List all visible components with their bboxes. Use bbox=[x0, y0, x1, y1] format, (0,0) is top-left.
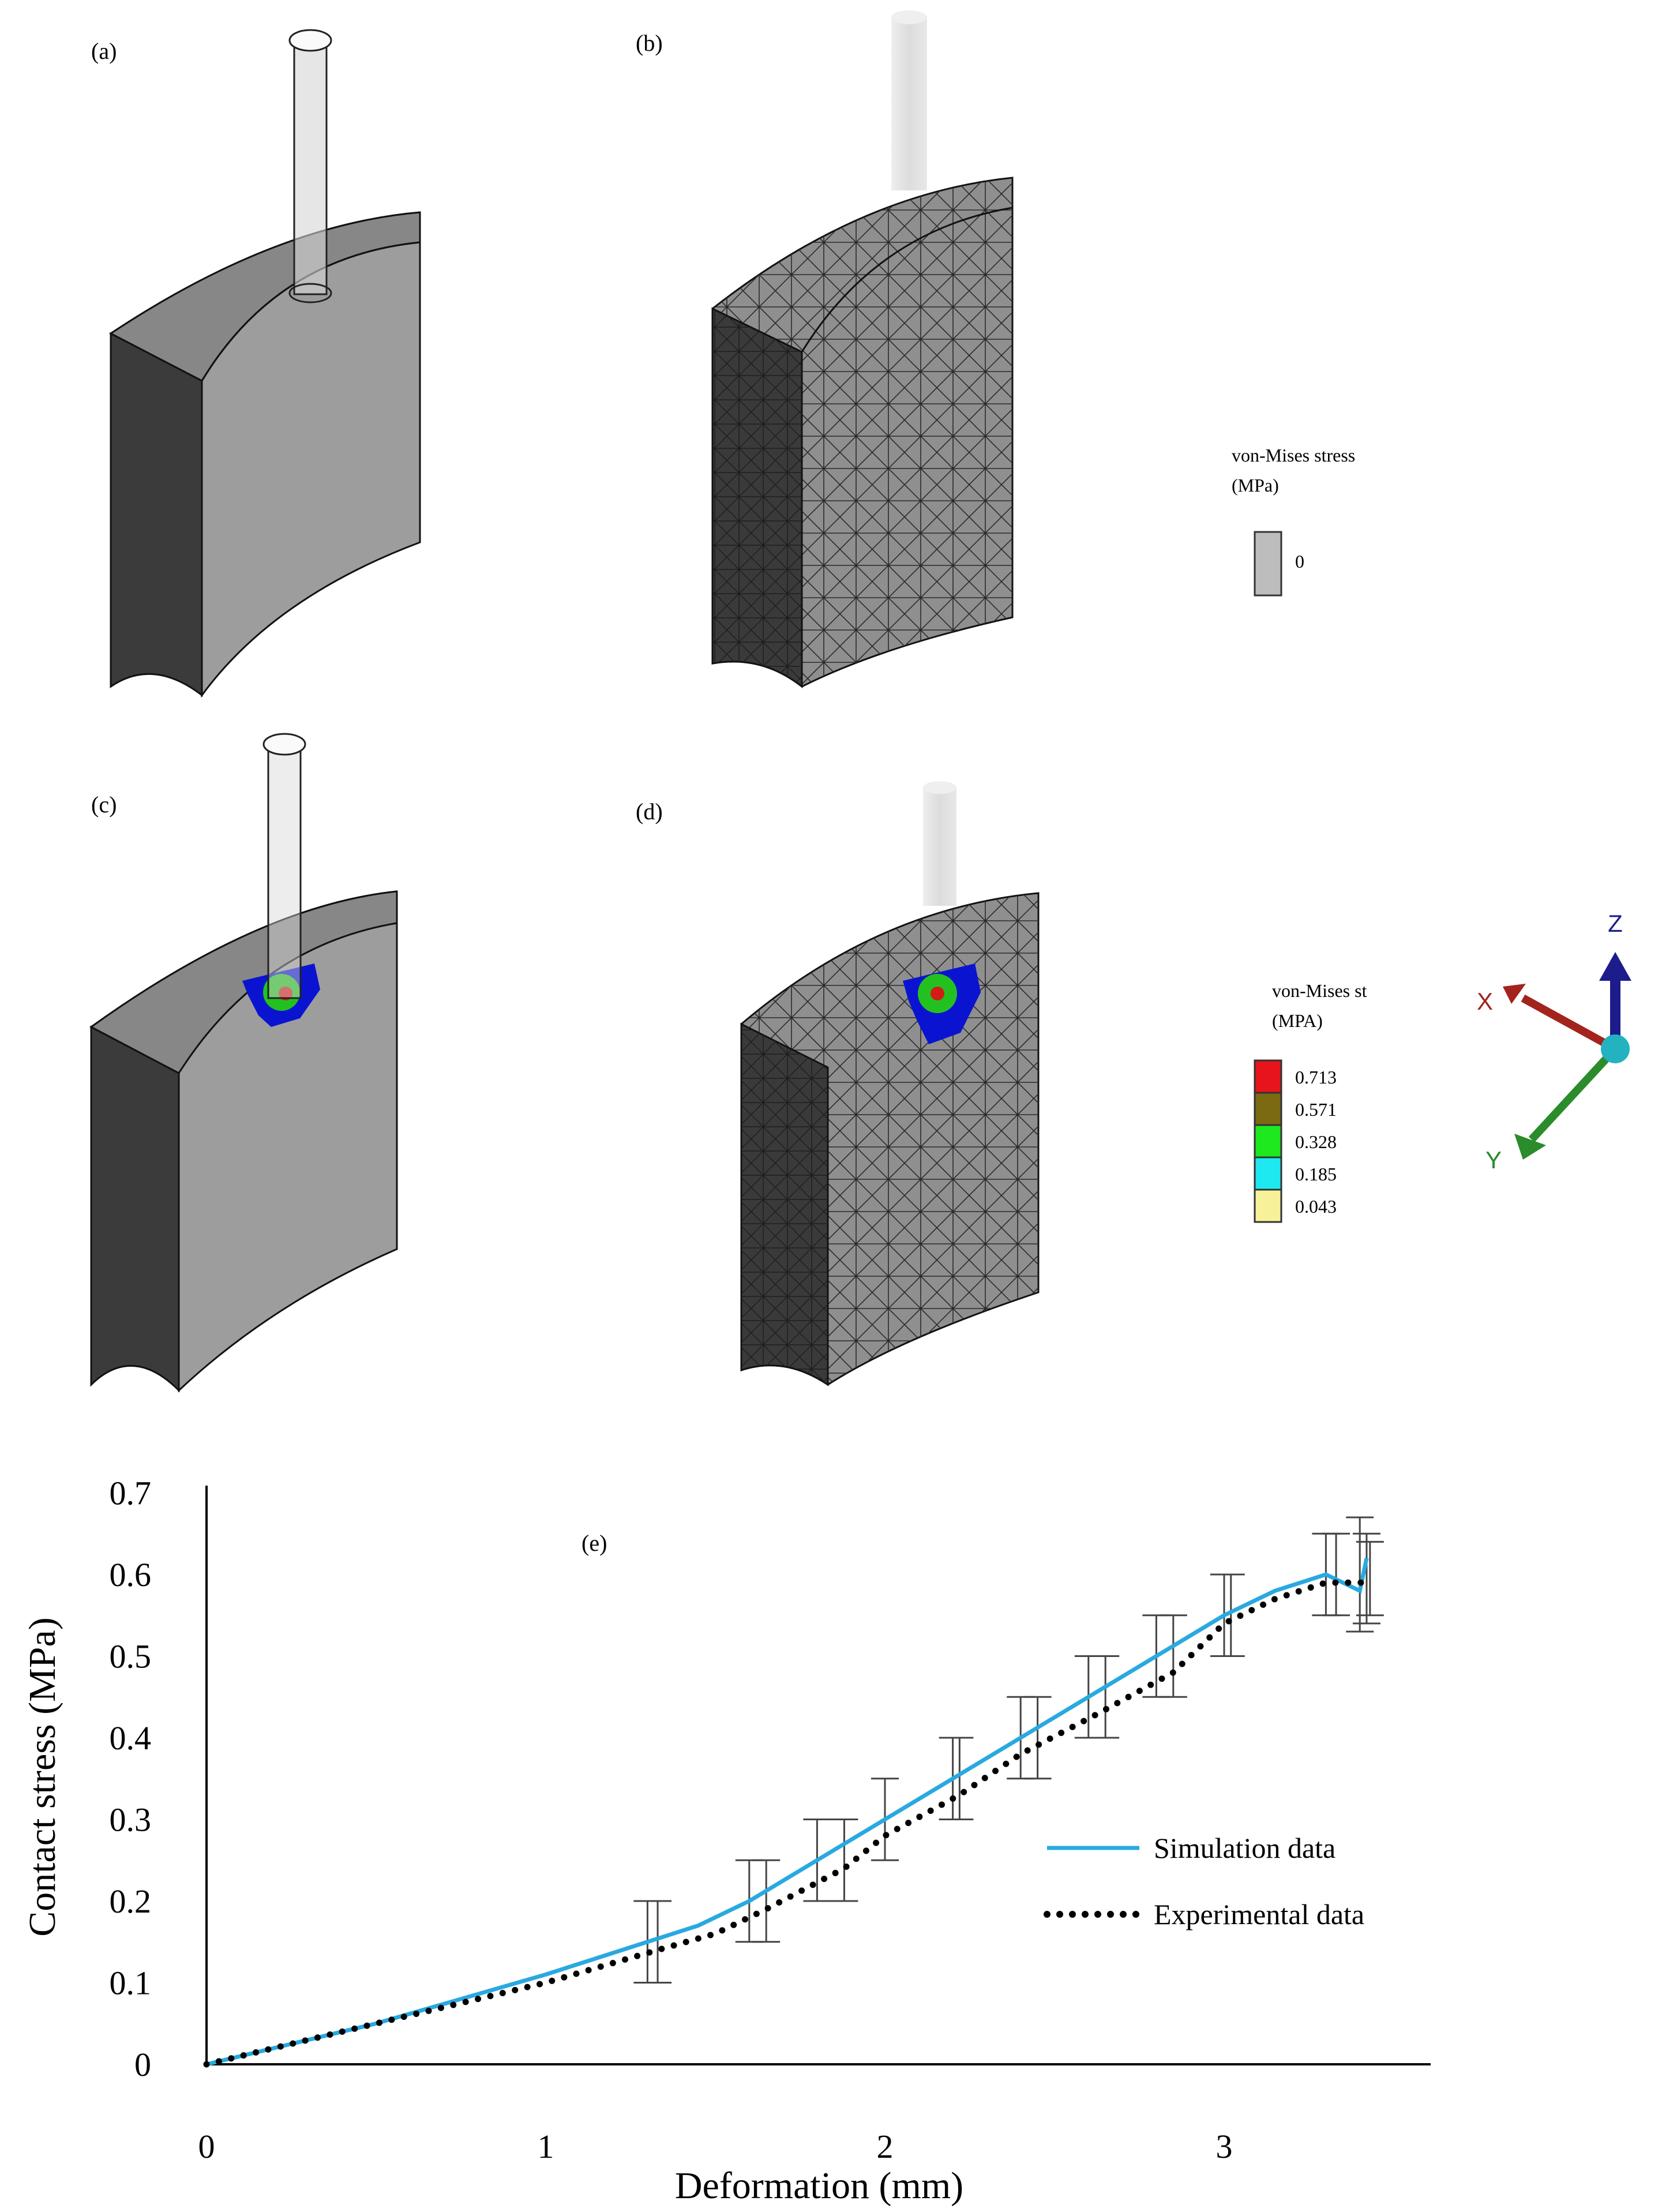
panel-c-indenter bbox=[262, 733, 306, 999]
y-tick-label: 0 bbox=[134, 2046, 151, 2083]
panel-c-label: (c) bbox=[91, 792, 117, 818]
y-tick-label: 0.5 bbox=[110, 1638, 152, 1675]
panel-c-stress-red bbox=[279, 987, 292, 1000]
legend-b-title-line1: von-Mises stress bbox=[1232, 445, 1355, 466]
triad-x-label: X bbox=[1477, 988, 1493, 1015]
error-bar bbox=[1217, 1573, 1245, 1657]
error-bar bbox=[1346, 1516, 1374, 1633]
legend-b-value: 0 bbox=[1295, 551, 1304, 572]
legend-d-title-line2: (MPA) bbox=[1272, 1010, 1323, 1031]
panel-d-indenter-top bbox=[923, 781, 956, 794]
panel-c-side-face bbox=[90, 1025, 180, 1393]
y-tick-labels: 0 0.1 0.2 0.3 0.4 0.5 0.6 0.7 bbox=[110, 1475, 152, 2084]
legend-d-swatch bbox=[1254, 1124, 1282, 1159]
legend-d-value: 0.571 bbox=[1295, 1099, 1337, 1120]
panel-d-indenter bbox=[923, 788, 956, 906]
panel-a-block bbox=[109, 211, 421, 698]
panel-a: (a) bbox=[91, 29, 421, 698]
error-bar bbox=[1356, 1540, 1384, 1617]
y-tick-label: 0.3 bbox=[110, 1801, 152, 1839]
panel-a-label: (a) bbox=[91, 38, 117, 64]
chart-legend: Simulation data Experimental data bbox=[1044, 1832, 1364, 1930]
legend-simulation-label: Simulation data bbox=[1154, 1832, 1335, 1864]
panel-d: (d) von-Mises st (MPA) 0.7130.5710.3280.… bbox=[636, 781, 1631, 1386]
legend-experimental-label: Experimental data bbox=[1154, 1898, 1364, 1930]
axis-triad: Z X Y bbox=[1477, 910, 1631, 1174]
y-tick-label: 0.1 bbox=[110, 1964, 152, 2002]
panel-d-stress-zone bbox=[903, 963, 981, 1044]
triad-x-axis bbox=[1521, 994, 1618, 1053]
y-tick-label: 0.4 bbox=[110, 1719, 152, 1757]
legend-d-value: 0.185 bbox=[1295, 1164, 1337, 1184]
triad-x-arrowhead bbox=[1503, 984, 1526, 1004]
panel-d-label: (d) bbox=[636, 798, 663, 824]
panel-e-chart: (e) 0 0.1 0.2 0.3 0.4 0.5 0.6 0.7 0 1 2 3 Contact … bbox=[21, 1475, 1431, 2207]
legend-b: von-Mises stress (MPa) 0 bbox=[1232, 445, 1355, 597]
panel-a-indenter bbox=[288, 29, 332, 303]
panel-c-block bbox=[89, 890, 398, 1393]
legend-d-swatch bbox=[1254, 1092, 1282, 1126]
legend-d-entries: 0.713 0.571 0.328 0.185 0.043 bbox=[1254, 1059, 1337, 1223]
x-tick-label: 3 bbox=[1216, 2128, 1233, 2165]
y-axis-title: Contact stress (MPa) bbox=[21, 1617, 63, 1937]
triad-origin bbox=[1601, 1034, 1630, 1063]
error-bar bbox=[644, 1900, 672, 1984]
x-tick-label: 1 bbox=[538, 2128, 554, 2165]
error-bar bbox=[946, 1737, 974, 1820]
legend-d-swatch bbox=[1254, 1156, 1282, 1191]
triad-z-arrowhead bbox=[1599, 952, 1631, 981]
series-lines bbox=[203, 1557, 1370, 2068]
error-bar bbox=[1159, 1614, 1187, 1698]
triad-y-label: Y bbox=[1485, 1146, 1502, 1174]
triad-z-label: Z bbox=[1608, 910, 1623, 937]
panel-b-indenter-top bbox=[891, 10, 927, 24]
legend-d-swatch bbox=[1254, 1059, 1282, 1094]
panel-b-block bbox=[711, 177, 1014, 689]
y-tick-label: 0.6 bbox=[110, 1556, 152, 1594]
legend-b-swatch bbox=[1254, 531, 1282, 597]
x-tick-label: 2 bbox=[877, 2128, 894, 2165]
error-bar bbox=[1322, 1532, 1350, 1617]
triad-y-axis bbox=[1528, 1046, 1619, 1142]
triad-y-arrowhead bbox=[1514, 1134, 1546, 1160]
panel-b-indenter bbox=[891, 17, 927, 190]
legend-d-title-line1: von-Mises st bbox=[1272, 980, 1367, 1001]
panel-e-label: (e) bbox=[581, 1530, 607, 1556]
panel-d-block bbox=[740, 892, 1040, 1386]
error-bar bbox=[1352, 1532, 1380, 1625]
y-tick-label: 0.2 bbox=[110, 1883, 152, 1920]
series-experimental-line bbox=[203, 1579, 1370, 2068]
legend-d: von-Mises st (MPA) 0.7130.5710.3280.1850… bbox=[1254, 980, 1367, 1223]
panel-b: (b) von-Mises stress (MPa) 0 bbox=[636, 10, 1355, 689]
x-axis-title: Deformation (mm) bbox=[675, 2165, 963, 2207]
legend-d-swatch bbox=[1254, 1189, 1282, 1223]
y-tick-label: 0.7 bbox=[110, 1475, 152, 1512]
error-bar bbox=[752, 1859, 781, 1943]
panel-a-side-face bbox=[110, 332, 203, 698]
error-bar bbox=[1091, 1655, 1120, 1739]
legend-d-value: 0.713 bbox=[1295, 1067, 1337, 1088]
legend-d-value: 0.328 bbox=[1295, 1131, 1337, 1152]
x-tick-labels: 0 1 2 3 bbox=[198, 2128, 1233, 2165]
panel-c: (c) bbox=[89, 733, 398, 1393]
panel-d-stress-red bbox=[931, 987, 944, 1000]
error-bar bbox=[1023, 1696, 1052, 1780]
series-simulation-line bbox=[206, 1557, 1369, 2067]
error-bar bbox=[830, 1819, 858, 1902]
legend-b-title-line2: (MPa) bbox=[1232, 475, 1279, 496]
panel-b-label: (b) bbox=[636, 30, 663, 56]
legend-d-value: 0.043 bbox=[1295, 1196, 1337, 1217]
x-tick-label: 0 bbox=[198, 2128, 215, 2165]
